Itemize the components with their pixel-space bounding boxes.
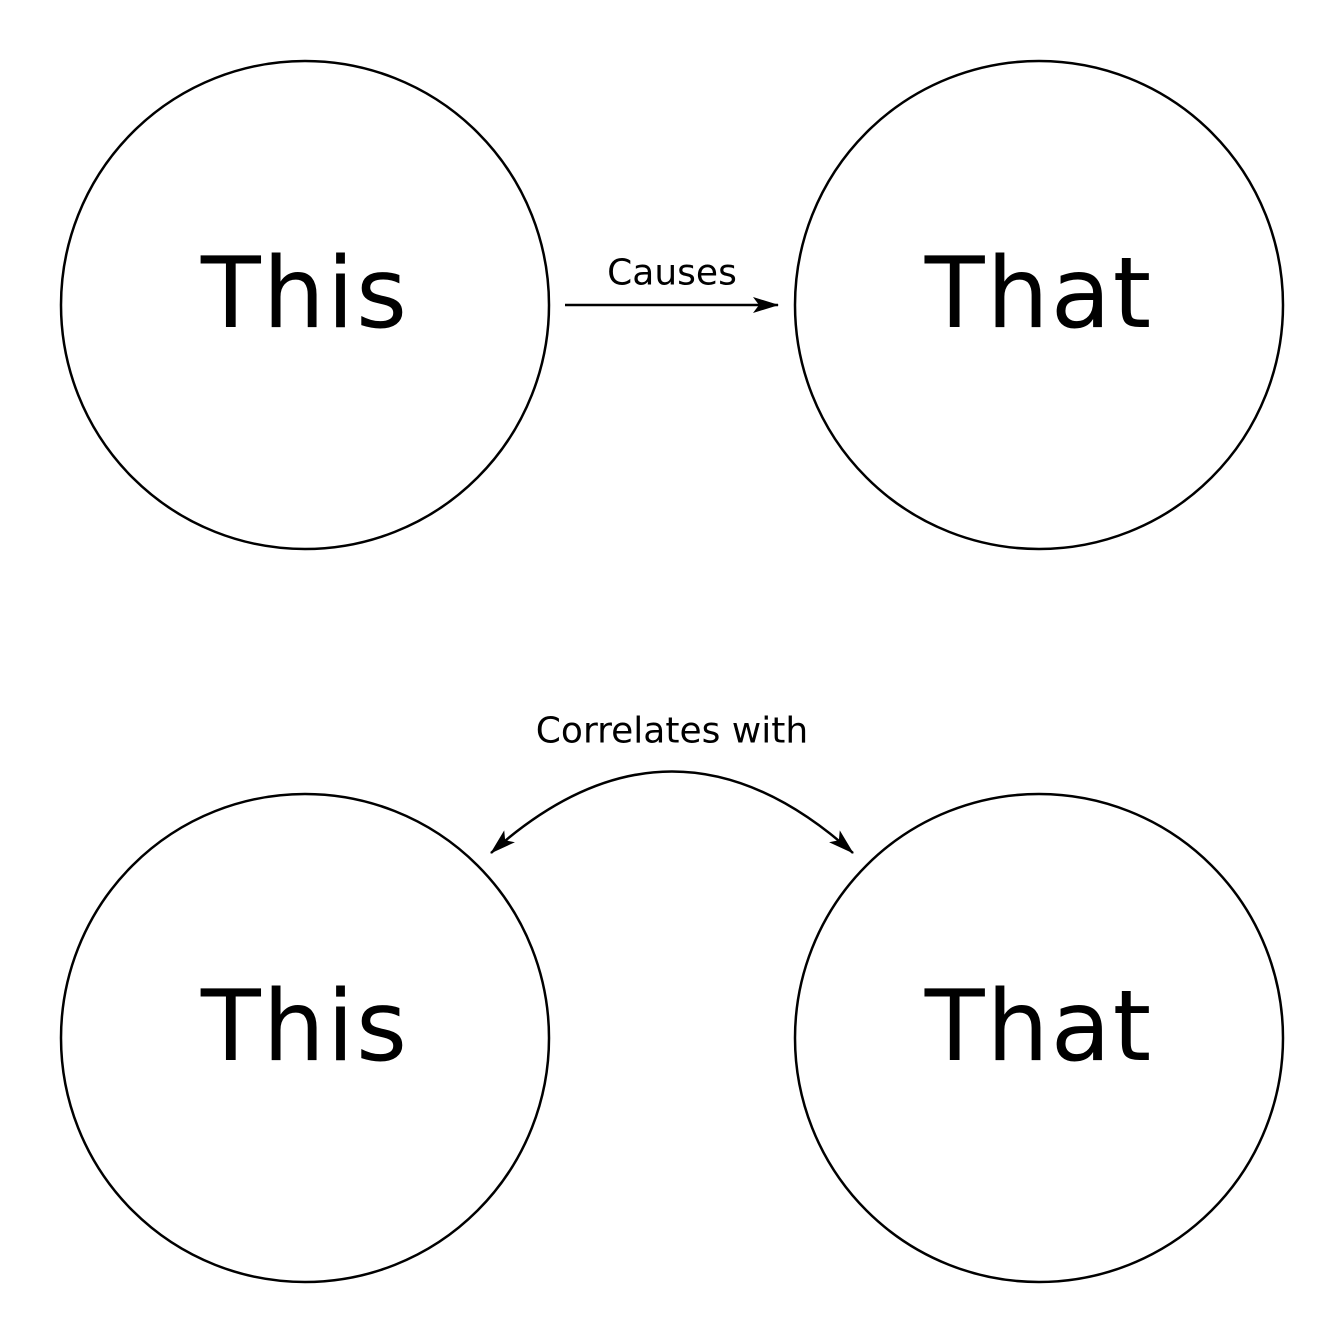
- top-row: This That Causes: [59, 59, 1285, 551]
- top-right-node-label: That: [924, 237, 1153, 351]
- top-left-node-label: This: [200, 237, 409, 351]
- bottom-row: This That Correlates with: [59, 711, 1285, 1284]
- bottom-right-node-label: That: [924, 970, 1153, 1084]
- causes-relation: Causes: [565, 253, 779, 313]
- correlates-double-arrow: [490, 770, 854, 854]
- bottom-left-node-circle: [59, 792, 551, 1284]
- bottom-right-node-circle: [793, 792, 1285, 1284]
- top-right-node: That: [793, 59, 1285, 551]
- correlates-label: Correlates with: [536, 711, 808, 752]
- top-left-node-circle: [59, 59, 551, 551]
- causes-label: Causes: [607, 253, 737, 294]
- top-left-node: This: [59, 59, 551, 551]
- bottom-left-node: This: [59, 792, 551, 1284]
- correlates-relation: Correlates with: [490, 711, 854, 854]
- bottom-right-node: That: [793, 792, 1285, 1284]
- top-right-node-circle: [793, 59, 1285, 551]
- bottom-left-node-label: This: [200, 970, 409, 1084]
